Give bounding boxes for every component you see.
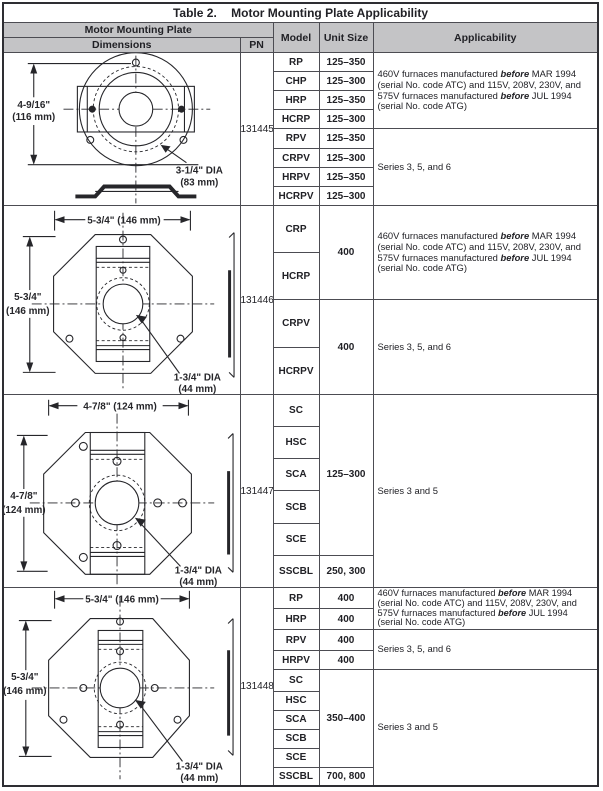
model-cell: RPV [272, 128, 320, 149]
model-cell: RP [272, 587, 320, 609]
model-cell: HRP [272, 90, 320, 110]
dia-label-line2: (83 mm) [180, 178, 218, 189]
side-profile [227, 618, 234, 756]
col-header-model: Model [272, 22, 320, 53]
unit-cell: 125–300 [318, 148, 374, 168]
col-header-pn: PN [239, 37, 274, 53]
diagram-octagon-plate-146: 5-3/4" (146 mm) 5-3/4" (146 mm) 1-3/4" D… [2, 205, 241, 395]
model-cell: CRPV [272, 148, 320, 168]
unit-cell: 400 [318, 587, 374, 609]
unit-cell: 400 [318, 628, 374, 652]
unit-cell: 400 [318, 608, 374, 630]
dia-label-line1: 1-3/4" DIA [176, 761, 223, 772]
unit-cell: 125–300 [318, 109, 374, 129]
model-cell: HCRP [272, 109, 320, 129]
unit-cell: 125–350 [318, 90, 374, 110]
model-cell: CRPV [272, 299, 320, 348]
table-title-text: Motor Mounting Plate Applicability [231, 6, 429, 20]
dim-height-label-in: 5-3/4" [14, 292, 42, 303]
dia-label-line1: 3-1/4" DIA [176, 166, 223, 177]
model-cell: SCA [272, 709, 320, 730]
model-cell: RP [272, 52, 320, 72]
octagon-plate-drawing: 5-3/4" (146 mm) 5-3/4" (146 mm) 1-3/4" D… [6, 210, 235, 394]
unit-cell: 400 [318, 205, 374, 300]
applicability-cell: Series 3, 5, and 6 [372, 299, 599, 395]
unit-cell: 125–350 [318, 128, 374, 149]
model-cell: SCE [272, 747, 320, 768]
model-cell: RPV [272, 628, 320, 652]
unit-cell: 125–300 [318, 186, 374, 206]
model-cell: HSC [272, 690, 320, 711]
dim-width-label: 5-3/4" (146 mm) [85, 595, 159, 606]
model-cell: SCA [272, 458, 320, 492]
applicability-cell: 460V furnaces manufactured before MAR 19… [372, 205, 599, 300]
side-profile [228, 232, 235, 378]
dim-width-label: 5-3/4" (146 mm) [87, 216, 161, 227]
side-profile [75, 184, 197, 199]
pn-cell: 131446 [239, 205, 274, 395]
side-profile [227, 433, 234, 573]
dia-label-line1: 1-3/4" DIA [174, 372, 221, 383]
model-cell: SCB [272, 490, 320, 524]
dia-label-line2: (44 mm) [178, 384, 216, 394]
diagram-octagon-plate-124: 4-7/8" (124 mm) 4-7/8" (124 mm) 1-3/4" D… [2, 394, 241, 588]
model-cell: HCRPV [272, 347, 320, 395]
dim-height-label-in: 4-9/16" [17, 100, 50, 111]
octagon-plate-drawing: 4-7/8" (124 mm) 4-7/8" (124 mm) 1-3/4" D… [4, 399, 234, 587]
model-cell: HRP [272, 608, 320, 630]
model-cell: HCRPV [272, 186, 320, 206]
dim-width-label: 4-7/8" (124 mm) [83, 402, 157, 413]
dim-height-label-mm: (116 mm) [12, 112, 55, 123]
dim-height-label-mm: (146 mm) [6, 306, 49, 317]
model-cell: CRP [272, 205, 320, 253]
applicability-cell: 460V furnaces manufactured before MAR 19… [372, 587, 599, 630]
dia-label-line2: (44 mm) [180, 773, 218, 784]
model-cell: HCRP [272, 252, 320, 300]
unit-cell: 400 [318, 299, 374, 395]
col-header-motor-mounting-plate: Motor Mounting Plate [2, 22, 274, 38]
model-cell: HRPV [272, 650, 320, 671]
table-number: Table 2. [172, 6, 217, 20]
model-cell: SCE [272, 522, 320, 556]
dim-height-label-in: 4-7/8" [10, 491, 38, 502]
model-cell: CHP [272, 71, 320, 91]
applicability-cell: Series 3 and 5 [372, 669, 599, 787]
round-plate-drawing: 4-9/16" (116 mm) 3-1/4" DIA (83 mm) [12, 53, 223, 204]
dim-height-label-in: 5-3/4" [11, 672, 39, 683]
diagram-octagon-plate-146b: 5-3/4" (146 mm) 5-3/4" (146 mm) 1-3/4" D… [2, 587, 241, 787]
dia-label-line2: (44 mm) [179, 577, 217, 587]
dim-height-label-mm: (124 mm) [4, 505, 46, 516]
model-cell: SC [272, 393, 320, 428]
model-cell: HSC [272, 426, 320, 460]
unit-cell: 125–300 [318, 394, 374, 556]
model-cell: SSCBL [272, 766, 320, 787]
unit-cell: 125–300 [318, 71, 374, 91]
diagram-round-plate: 4-9/16" (116 mm) 3-1/4" DIA (83 mm) [2, 52, 241, 206]
dim-height-label-mm: (146 mm) [4, 686, 47, 697]
model-cell: SSCBL [272, 554, 320, 589]
applicability-cell: Series 3, 5, and 6 [372, 128, 599, 206]
unit-cell: 400 [318, 650, 374, 671]
col-header-applicability: Applicability [372, 22, 599, 53]
model-cell: SC [272, 669, 320, 692]
model-cell: SCB [272, 728, 320, 749]
unit-cell: 125–350 [318, 167, 374, 187]
unit-cell: 350–400 [318, 669, 374, 768]
unit-cell: 250, 300 [318, 554, 374, 589]
table-title: Table 2. Motor Mounting Plate Applicabil… [2, 2, 599, 23]
pn-cell: 131445 [239, 52, 274, 206]
applicability-cell: Series 3 and 5 [372, 394, 599, 588]
pn-cell: 131447 [239, 394, 274, 588]
model-cell: HRPV [272, 167, 320, 187]
pn-cell: 131448 [239, 587, 274, 787]
applicability-cell: 460V furnaces manufactured before MAR 19… [372, 52, 599, 129]
col-header-dimensions: Dimensions [2, 37, 241, 53]
unit-cell: 700, 800 [318, 766, 374, 787]
col-header-unit-size: Unit Size [318, 22, 374, 53]
applicability-cell: Series 3, 5, and 6 [372, 628, 599, 671]
octagon-plate-drawing: 5-3/4" (146 mm) 5-3/4" (146 mm) 1-3/4" D… [4, 590, 234, 784]
dia-label-line1: 1-3/4" DIA [175, 565, 222, 576]
unit-cell: 125–350 [318, 52, 374, 72]
